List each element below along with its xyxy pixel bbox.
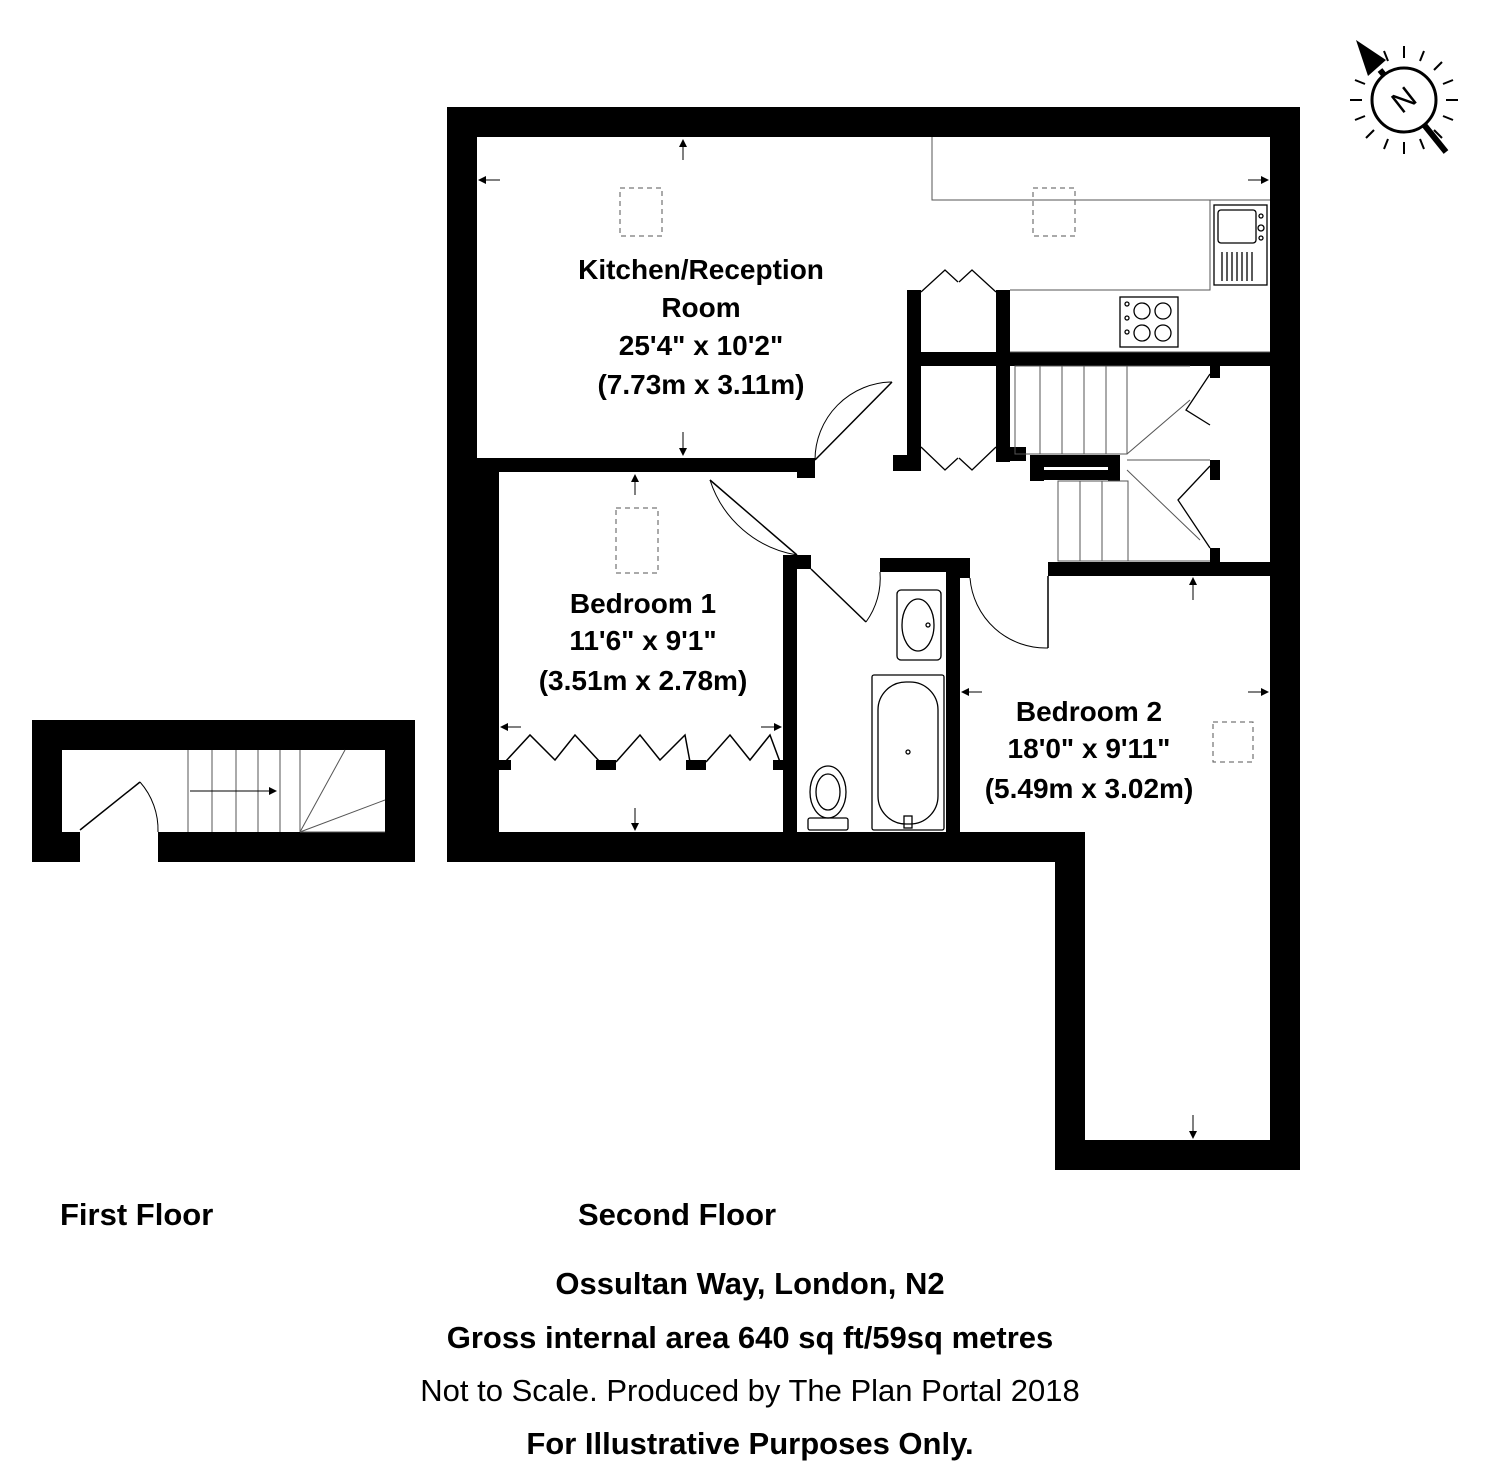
toilet-cistern [807,817,849,831]
skylights [615,187,1254,763]
kitchen-name-line1: Kitchen/Reception [578,254,824,285]
kitchen-units [931,137,1270,353]
first-floor-walls [32,720,415,862]
gross-internal-area: Gross internal area 640 sq ft/59sq metre… [446,1320,1054,1355]
basin [896,589,942,661]
kitchen-name-line2: Room [661,292,740,323]
stairs [1014,365,1210,562]
bedroom1-imperial: 11'6" x 9'1" [569,625,716,656]
property-address: Ossultan Way, London, N2 [555,1266,945,1301]
first-floor-door [79,781,159,833]
bedroom2-name: Bedroom 2 [1016,696,1162,727]
second-floor-walls [447,107,1300,1170]
wardrobe-doors [504,733,781,763]
hob [1119,296,1179,348]
bedroom1-name: Bedroom 1 [570,588,716,619]
bath [871,674,945,831]
kitchen-south-wall [477,458,812,472]
bedroom2-north-wall [1048,562,1270,576]
compass: N [1350,40,1458,154]
first-floor-label: First Floor [60,1197,214,1232]
second-floor-label: Second Floor [578,1197,777,1232]
bedroom2-imperial: 18'0" x 9'11" [1008,733,1171,764]
disclaimer: For Illustrative Purposes Only. [526,1426,974,1461]
kitchen-imperial: 25'4" x 10'2" [619,330,783,361]
doors [709,381,1049,649]
toilet-bowl [809,765,847,819]
kitchen-metric: (7.73m x 3.11m) [597,369,804,400]
bedroom2-label: Bedroom 2 18'0" x 9'11" (5.49m x 3.02m) [985,696,1194,804]
compass-dial [1370,66,1438,134]
scale-note: Not to Scale. Produced by The Plan Porta… [420,1373,1080,1408]
sink [1213,204,1268,286]
bedroom1-label: Bedroom 1 11'6" x 9'1" (3.51m x 2.78m) [539,588,748,696]
bathroom-fixtures [807,589,945,831]
bedroom2-metric: (5.49m x 3.02m) [985,773,1194,804]
bedroom1-metric: (3.51m x 2.78m) [539,665,748,696]
cupboard-doors [920,269,1211,549]
kitchen-label: Kitchen/Reception Room 25'4" x 10'2" (7.… [578,254,824,400]
bathroom-east-wall [946,558,960,832]
floor-plan: N Kitchen/Reception Room 25'4" x 10'2" (… [32,40,1458,1170]
compass-arrowhead [1356,40,1386,76]
bedroom1-west-wall [477,472,499,832]
bedroom1-east-wall [783,555,797,832]
first-floor-stairs [187,749,386,833]
dimension-arrows [478,139,1269,1139]
